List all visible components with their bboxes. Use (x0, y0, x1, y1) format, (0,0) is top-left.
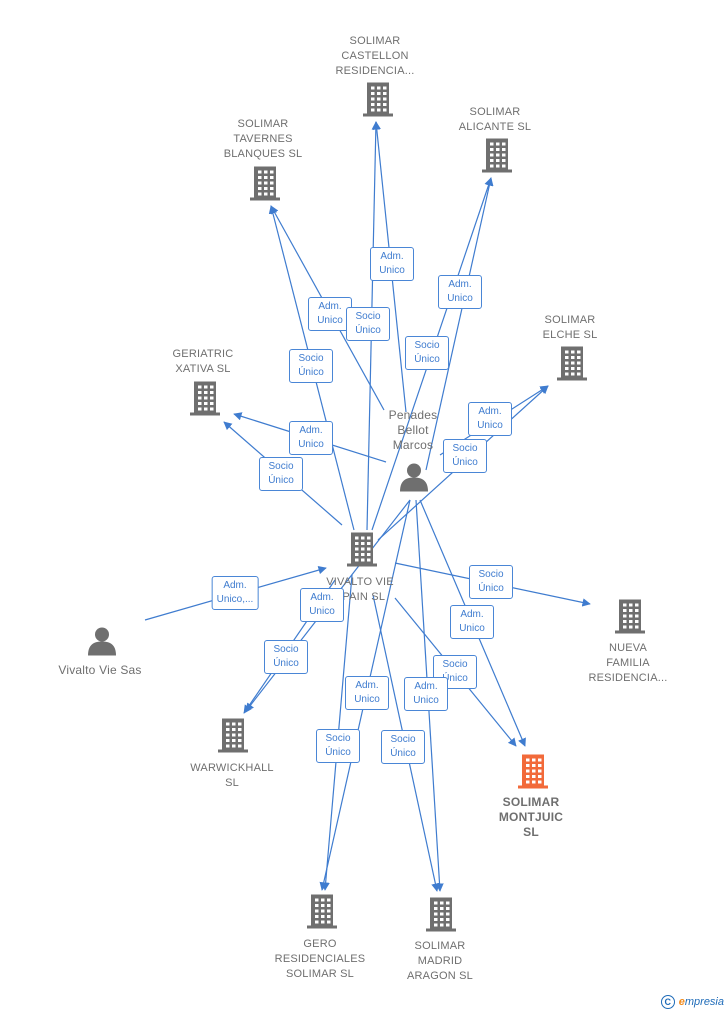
edge-label-adm-tavernes[interactable]: Adm. Unico (308, 297, 352, 331)
edge-label-socio-gero[interactable]: Socio Único (316, 729, 360, 763)
brand-logo[interactable]: empresia (679, 996, 724, 1008)
building-icon[interactable] (424, 897, 458, 938)
edge-label-adm-xativa[interactable]: Adm. Unico (289, 421, 333, 455)
node-label-warwickhall[interactable]: WARWICKHALL SL (190, 762, 274, 789)
edge-label-socio-xativa[interactable]: Socio Único (259, 457, 303, 491)
node-label-solimar-montjuic[interactable]: SOLIMAR MONTJUIC SL (498, 795, 564, 839)
edge-label-adm-castellon[interactable]: Adm. Unico (370, 247, 414, 281)
node-label-vivalto-sas[interactable]: Vivalto Vie Sas (58, 663, 142, 677)
node-label-solimar-elche[interactable]: SOLIMAR ELCHE SL (542, 314, 598, 341)
edge-label-socio-nueva[interactable]: Socio Único (469, 565, 513, 599)
edge-penades-to-alicante (425, 177, 494, 471)
edge-label-adm-montjuic[interactable]: Adm. Unico (450, 605, 494, 639)
node-label-solimar-castellon[interactable]: SOLIMAR CASTELLON RESIDENCIA... (335, 35, 415, 77)
edge-label-adm-madrid[interactable]: Adm. Unico (404, 677, 448, 711)
node-label-geriatric-xativa[interactable]: GERIATRIC XATIVA SL (172, 348, 234, 375)
edge-label-adm-alicante[interactable]: Adm. Unico (438, 275, 482, 309)
footer-brand: C empresia (660, 995, 724, 1009)
edge-label-adm-elche[interactable]: Adm. Unico (468, 402, 512, 436)
person-icon[interactable] (398, 461, 430, 498)
edge-label-adm-warwickhall[interactable]: Adm. Unico (300, 588, 344, 622)
building-icon[interactable] (188, 381, 222, 422)
building-icon[interactable] (361, 82, 395, 123)
node-label-solimar-tavernes[interactable]: SOLIMAR TAVERNES BLANQUES SL (223, 118, 303, 160)
building-icon[interactable] (345, 532, 379, 573)
building-icon[interactable] (555, 346, 589, 387)
building-icon-highlight[interactable] (516, 754, 550, 795)
building-icon[interactable] (613, 599, 647, 640)
edge-label-socio-tavernes[interactable]: Socio Único (289, 349, 333, 383)
brand-initial: e (678, 996, 685, 1008)
node-label-solimar-alicante[interactable]: SOLIMAR ALICANTE SL (458, 106, 532, 133)
building-icon[interactable] (305, 894, 339, 935)
person-icon[interactable] (86, 625, 118, 662)
node-label-solimar-madrid[interactable]: SOLIMAR MADRID ARAGON SL (407, 940, 473, 982)
edge-label-adm-vivalto-sas[interactable]: Adm. Unico,... (211, 576, 259, 610)
edge-label-socio-warwickhall[interactable]: Socio Único (264, 640, 308, 674)
edge-label-socio-montjuic[interactable]: Socio Único (433, 655, 477, 689)
copyright-icon: C (660, 995, 675, 1009)
edge-label-socio-alicante[interactable]: Socio Único (405, 336, 449, 370)
building-icon[interactable] (248, 166, 282, 207)
building-icon[interactable] (480, 138, 514, 179)
building-icon[interactable] (216, 718, 250, 759)
node-label-gero-residenciales[interactable]: GERO RESIDENCIALES SOLIMAR SL (274, 938, 366, 980)
edge-label-socio-madrid[interactable]: Socio Único (381, 730, 425, 764)
node-label-penades[interactable]: Penades Bellot Marcos (388, 408, 438, 452)
edge-label-socio-elche[interactable]: Socio Único (443, 439, 487, 473)
brand-name: mpresia (684, 996, 724, 1008)
edge-label-adm-gero[interactable]: Adm. Unico (345, 676, 389, 710)
node-label-nueva-familia[interactable]: NUEVA FAMILIA RESIDENCIA... (588, 642, 668, 684)
edge-label-socio-castellon[interactable]: Socio Único (346, 307, 390, 341)
